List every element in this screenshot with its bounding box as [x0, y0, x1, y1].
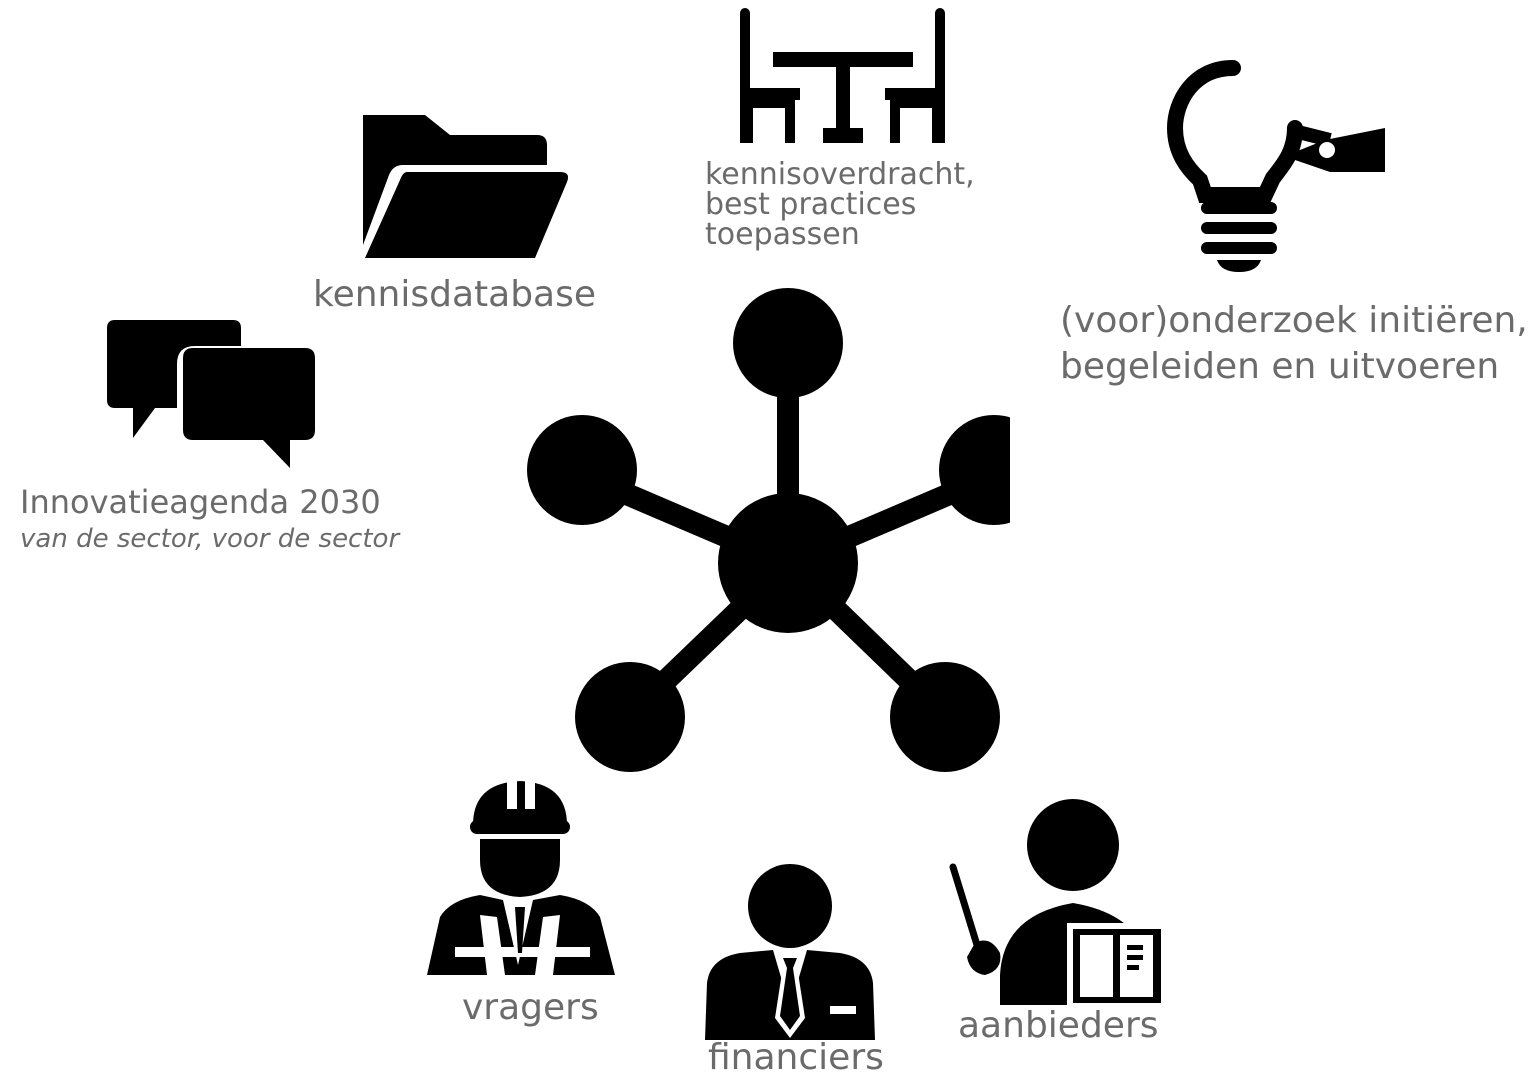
onderzoek-line-1: (voor)onderzoek initiëren,	[1060, 300, 1528, 341]
network-hub-icon	[527, 288, 1010, 772]
kennisoverdracht-line-3: toepassen	[705, 217, 860, 252]
kennisoverdracht-line-2: best practices	[705, 187, 917, 222]
onderzoek-label: (voor)onderzoek initiëren, begeleiden en…	[1060, 298, 1528, 390]
aanbieders-label: aanbieders	[958, 1005, 1159, 1046]
innovatieagenda-title: Innovatieagenda 2030	[20, 483, 381, 521]
financiers-label: financiers	[708, 1037, 884, 1078]
innovatieagenda-subtitle: van de sector, voor de sector	[20, 524, 400, 554]
kennisoverdracht-line-1: kennisoverdracht,	[705, 157, 975, 192]
onderzoek-line-2: begeleiden en uitvoeren	[1060, 346, 1500, 387]
folder-icon	[363, 115, 569, 258]
table-chairs-icon	[740, 8, 945, 143]
worker-icon	[427, 779, 615, 975]
teacher-icon	[949, 799, 1162, 1005]
businessman-icon	[705, 864, 875, 1040]
kennisdatabase-label: kennisdatabase	[313, 274, 597, 315]
lightbulb-icon	[1166, 60, 1385, 272]
kennisoverdracht-label: kennisoverdracht, best practices toepass…	[705, 160, 975, 250]
speech-bubbles-icon	[107, 320, 315, 468]
innovatieagenda-label: Innovatieagenda 2030 van de sector, voor…	[20, 482, 399, 556]
vragers-label: vragers	[462, 987, 599, 1028]
